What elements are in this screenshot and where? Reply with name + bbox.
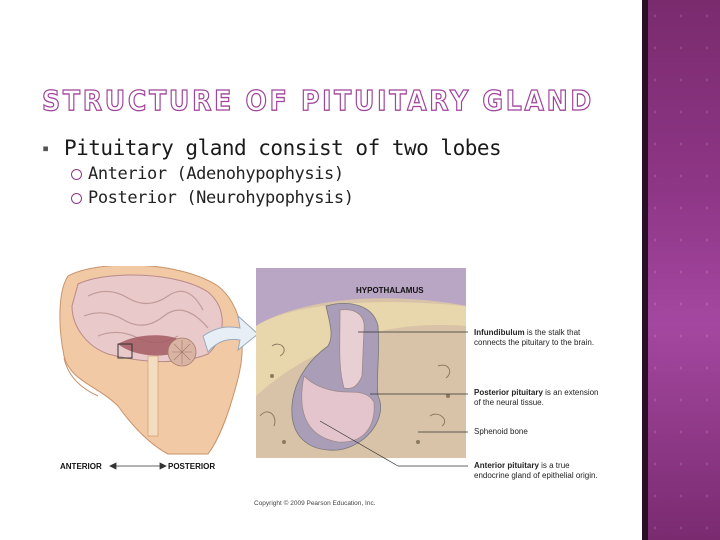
bullet-list: ▪ Pituitary gland consist of two lobes A…: [40, 134, 630, 210]
sphenoid-callout: Sphenoid bone: [474, 427, 528, 436]
hypothalamus-label: HYPOTHALAMUS: [356, 286, 424, 295]
infundibulum-callout: Infundibulum is the stalk that connects …: [474, 328, 604, 347]
copyright-text: Copyright © 2009 Pearson Education, Inc.: [254, 500, 376, 507]
ring-bullet-icon: [71, 169, 82, 180]
pituitary-closeup: [256, 268, 466, 458]
anterior-text: is a true endocrine gland of epithelial …: [474, 461, 598, 480]
bullet-sub-text: Posterior (Neurohypophysis): [88, 188, 354, 208]
head-illustration: [59, 266, 243, 455]
pituitary-figure: HYPOTHALAMUS ANTERIOR POSTERIOR Infundib…: [58, 266, 599, 512]
posterior-direction-label: POSTERIOR: [168, 462, 216, 471]
bullet-main: ▪ Pituitary gland consist of two lobes: [40, 134, 630, 162]
posterior-text: is an extension of the neural tissue.: [474, 388, 599, 407]
decorative-side-panel: [642, 0, 720, 540]
anterior-callout: Anterior pituitary is a true endocrine g…: [474, 461, 604, 480]
direction-arrows: [109, 462, 167, 470]
bullet-icon: ▪: [42, 141, 49, 155]
ring-bullet-icon: [71, 193, 82, 204]
anterior-direction-label: ANTERIOR: [60, 462, 102, 471]
slide-title: STRUCTURE OF PITUITARY GLAND: [40, 80, 600, 118]
posterior-term: Posterior pituitary: [474, 388, 543, 397]
bullet-sub-text: Anterior (Adenohypophysis): [88, 164, 344, 184]
anatomy-illustration: [59, 266, 468, 470]
bullet-main-text: Pituitary gland consist of two lobes: [64, 136, 502, 160]
zoom-arrow: [202, 314, 259, 354]
infundibulum-text: is the stalk that connects the pituitary…: [474, 328, 595, 347]
posterior-callout: Posterior pituitary is an extension of t…: [474, 388, 604, 407]
infundibulum-term: Infundibulum: [474, 328, 525, 337]
leader-lines: [319, 331, 468, 467]
anterior-term: Anterior pituitary: [474, 461, 539, 470]
slide-title-text: STRUCTURE OF PITUITARY GLAND: [42, 84, 594, 117]
bullet-sub-anterior: Anterior (Adenohypophysis): [40, 162, 630, 186]
bullet-sub-posterior: Posterior (Neurohypophysis): [40, 186, 630, 210]
